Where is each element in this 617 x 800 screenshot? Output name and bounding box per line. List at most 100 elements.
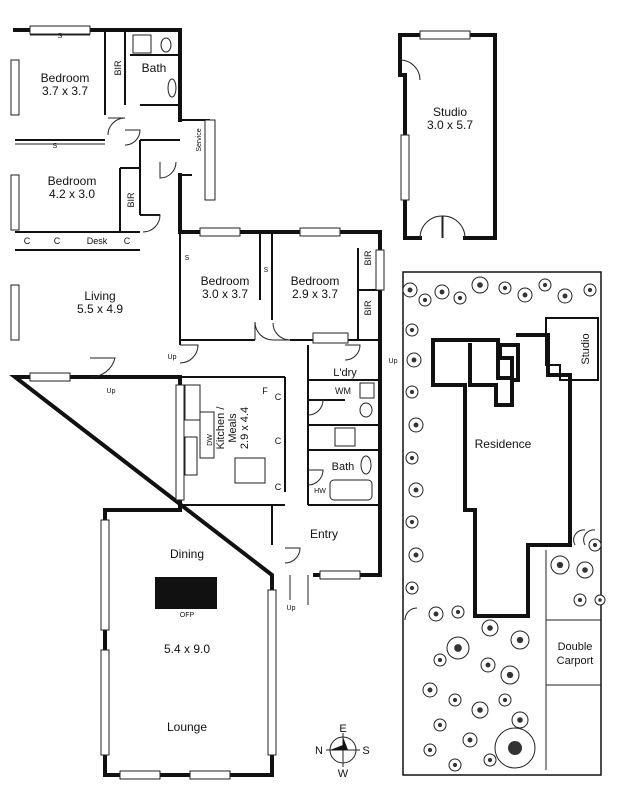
compass: E N S W bbox=[315, 723, 370, 780]
fixture-labels: BIR BIR BIR BIR S S S S C C Desk C F C C… bbox=[24, 33, 398, 619]
window bbox=[199, 227, 241, 237]
toilet-icon bbox=[359, 402, 373, 418]
tree-core bbox=[457, 295, 463, 301]
tree-core bbox=[485, 662, 491, 668]
tree-core bbox=[413, 422, 419, 428]
tree-core bbox=[542, 282, 548, 288]
window bbox=[319, 570, 361, 580]
tree-core bbox=[452, 697, 458, 703]
carport-outline bbox=[545, 550, 601, 770]
residence-label: Residence bbox=[475, 437, 532, 451]
up-label: Up bbox=[107, 388, 116, 395]
c-label: C bbox=[24, 236, 31, 246]
tree-core bbox=[413, 487, 419, 493]
room-size: 5.4 x 9.0 bbox=[164, 642, 210, 656]
tree-core bbox=[467, 737, 473, 743]
tree-core bbox=[516, 636, 524, 644]
door bbox=[344, 344, 361, 361]
window bbox=[299, 227, 341, 237]
c-label: C bbox=[54, 236, 61, 246]
f-label: F bbox=[262, 386, 268, 396]
gate bbox=[573, 529, 596, 546]
tree-core bbox=[587, 287, 593, 293]
room-name: Meals bbox=[227, 413, 239, 443]
door bbox=[442, 215, 466, 239]
window bbox=[10, 174, 20, 231]
room-labels: Bedroom 3.7 x 3.7 Bath Bedroom 4.2 x 3.0… bbox=[41, 61, 474, 734]
tree-core bbox=[409, 519, 415, 525]
tree-core bbox=[487, 757, 493, 763]
shower bbox=[334, 427, 356, 447]
bench bbox=[199, 411, 215, 459]
room-name: Bath bbox=[332, 461, 355, 473]
window bbox=[29, 372, 71, 382]
tree-core bbox=[502, 285, 508, 291]
window bbox=[189, 770, 231, 780]
ofp-label: OFP bbox=[180, 612, 195, 619]
compass-north-label: N bbox=[315, 745, 323, 757]
tree-core bbox=[437, 657, 443, 663]
tree-core bbox=[598, 598, 602, 602]
bir-label: BIR bbox=[113, 60, 123, 76]
tree-core bbox=[409, 389, 415, 395]
studio-building bbox=[398, 30, 497, 240]
window bbox=[375, 249, 385, 291]
door bbox=[179, 344, 199, 364]
fixtures bbox=[15, 34, 375, 609]
site-studio-outline bbox=[545, 317, 599, 381]
trees bbox=[402, 276, 606, 772]
tree-core bbox=[452, 762, 458, 768]
site-boundary bbox=[402, 271, 602, 776]
c-label: C bbox=[275, 392, 282, 402]
room-name: Living bbox=[84, 289, 115, 303]
window bbox=[29, 25, 91, 35]
room-size: 3.0 x 3.7 bbox=[202, 287, 248, 301]
bir-label: BIR bbox=[126, 192, 136, 208]
room-name: L'dry bbox=[333, 367, 357, 379]
window bbox=[267, 589, 277, 756]
door bbox=[142, 214, 161, 233]
room-size: 3.7 x 3.7 bbox=[42, 84, 88, 98]
room-size: 5.5 x 4.9 bbox=[77, 302, 123, 316]
carport-label: Double bbox=[558, 641, 593, 653]
tree-core bbox=[506, 671, 514, 679]
tree-core bbox=[409, 585, 415, 591]
basin-icon bbox=[360, 455, 372, 475]
tree-core bbox=[409, 455, 415, 461]
compass-east-label: E bbox=[339, 723, 346, 735]
room-size: 2.9 x 4.4 bbox=[239, 407, 251, 449]
room-name: Bedroom bbox=[41, 71, 90, 85]
tree-core bbox=[433, 611, 439, 617]
window bbox=[204, 119, 216, 201]
window bbox=[400, 134, 410, 201]
tree-core bbox=[502, 697, 508, 703]
room-name: Kitchen / bbox=[215, 406, 227, 450]
room-size: 4.2 x 3.0 bbox=[49, 187, 95, 201]
c-label: C bbox=[124, 236, 131, 246]
tree-core bbox=[477, 282, 483, 288]
tree-core bbox=[427, 687, 433, 693]
c-label: C bbox=[275, 482, 282, 492]
door bbox=[124, 129, 141, 146]
fireplace bbox=[155, 577, 217, 609]
shower bbox=[132, 34, 152, 54]
s-label: S bbox=[185, 255, 190, 262]
room-name: Service bbox=[196, 128, 203, 151]
tree-core bbox=[562, 293, 568, 299]
tree-core bbox=[592, 542, 598, 548]
window bbox=[100, 519, 110, 631]
room-name: Lounge bbox=[167, 720, 207, 734]
toilet-icon bbox=[160, 37, 172, 53]
wm-label: WM bbox=[335, 386, 351, 396]
door bbox=[284, 547, 301, 564]
laundry-tub bbox=[312, 332, 349, 344]
tree-core bbox=[582, 567, 588, 573]
s-label: S bbox=[53, 143, 58, 150]
door bbox=[307, 399, 324, 416]
tree-core bbox=[439, 289, 445, 295]
tree-core bbox=[508, 741, 522, 755]
up-label: Up bbox=[287, 605, 296, 612]
up-label: Up bbox=[168, 354, 177, 361]
room-name: Bedroom bbox=[291, 274, 340, 288]
